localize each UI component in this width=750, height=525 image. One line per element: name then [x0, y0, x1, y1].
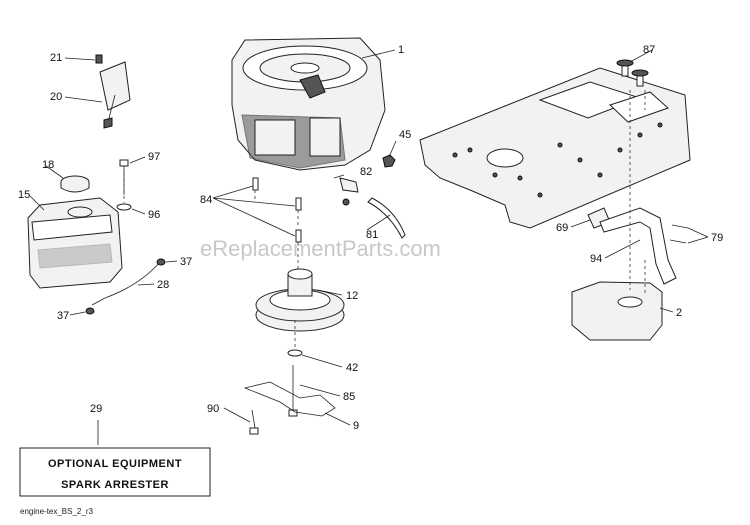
bolt-85-part: [288, 365, 298, 417]
callout-69: 69: [556, 222, 568, 234]
washer-42-part: [287, 349, 303, 357]
clamp-37-upper-part: [156, 258, 166, 266]
callout-42: 42: [346, 362, 358, 374]
callout-20: 20: [50, 91, 62, 103]
callout-2: 2: [676, 307, 682, 319]
bolt-97-part: [119, 159, 129, 195]
callout-81: 81: [366, 229, 378, 241]
fuel-line-part: [91, 261, 161, 306]
throttle-control-part: [99, 61, 131, 129]
fuel-tank-part: [27, 197, 123, 289]
engine-part: [231, 37, 386, 171]
callout-96: 96: [148, 209, 160, 221]
callout-79: 79: [711, 232, 723, 244]
bolts-87-part: [616, 59, 649, 87]
washer-96-part: [116, 203, 132, 211]
callout-84: 84: [200, 194, 212, 206]
callout-85: 85: [343, 391, 355, 403]
callout-21: 21: [50, 52, 62, 64]
bolt-84b-part: [295, 197, 302, 211]
callout-28: 28: [157, 279, 169, 291]
callout-90: 90: [207, 403, 219, 415]
spark-arrester-label: SPARK ARRESTER: [61, 479, 169, 491]
callout-12: 12: [346, 290, 358, 302]
callout-82: 82: [360, 166, 372, 178]
callout-18: 18: [42, 159, 54, 171]
screw-21-part: [95, 54, 103, 64]
callout-1: 1: [398, 44, 404, 56]
bolt-84c-part: [295, 229, 302, 243]
callout-97: 97: [148, 151, 160, 163]
bracket-9-part: [243, 381, 336, 417]
muffler-2-part: [571, 281, 663, 341]
frame-plate-part: [419, 67, 691, 229]
exhaust-pipe-94-part: [599, 207, 677, 285]
callout-37-upper: 37: [180, 256, 192, 268]
callout-15: 15: [18, 189, 30, 201]
tube-81-part: [367, 197, 406, 239]
bolt-90-part: [249, 409, 259, 435]
callout-9: 9: [353, 420, 359, 432]
pulley-part: [255, 268, 345, 332]
optional-equipment-label: OPTIONAL EQUIPMENT: [48, 458, 182, 470]
callout-94: 94: [590, 253, 602, 265]
optional-equipment-box: OPTIONAL EQUIPMENT SPARK ARRESTER: [19, 447, 211, 497]
bolt-84a-part: [252, 177, 259, 191]
footer-code: engine-tex_BS_2_r3: [20, 507, 93, 516]
fuel-cap-part: [60, 175, 90, 193]
screws-79-part: [669, 224, 689, 244]
clamp-37-lower-part: [85, 307, 95, 315]
nut-45-part: [382, 154, 396, 168]
callout-29: 29: [90, 403, 102, 415]
callout-87: 87: [643, 44, 655, 56]
fitting-82-part: [339, 177, 359, 206]
callout-37-lower: 37: [57, 310, 69, 322]
callout-45: 45: [399, 129, 411, 141]
watermark: eReplacementParts.com: [200, 236, 441, 261]
